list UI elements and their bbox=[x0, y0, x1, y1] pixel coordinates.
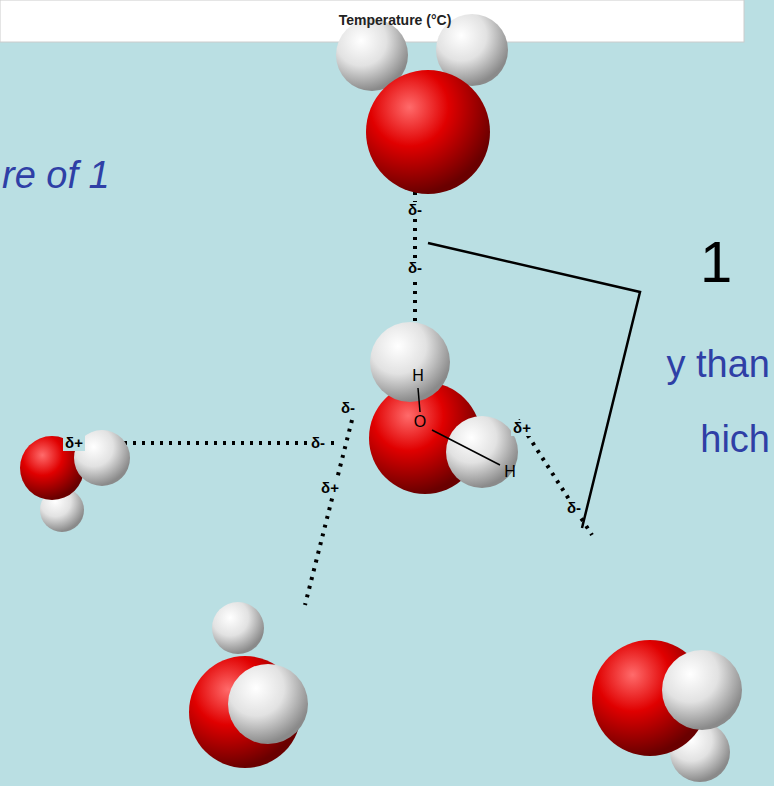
water-molecule bbox=[369, 322, 518, 494]
charge-label: δ- bbox=[406, 202, 424, 219]
callout-leader bbox=[428, 243, 640, 528]
water-molecule bbox=[336, 14, 508, 194]
atom-label: O bbox=[414, 413, 426, 431]
axis-title: Temperature (°C) bbox=[339, 13, 452, 28]
water-molecule bbox=[20, 430, 130, 532]
slide-text: hich bbox=[700, 419, 770, 461]
charge-label: δ- bbox=[406, 260, 424, 277]
charge-label: δ+ bbox=[319, 480, 341, 497]
atom-label: H bbox=[412, 367, 424, 385]
water-molecule bbox=[592, 640, 742, 782]
atom-label: H bbox=[504, 463, 516, 481]
callout-number: 1 bbox=[700, 230, 732, 294]
charge-label: δ+ bbox=[63, 435, 85, 452]
hydrogen-bonds bbox=[88, 192, 592, 605]
water-molecule bbox=[189, 602, 308, 768]
slide-text: y than bbox=[666, 344, 770, 386]
charge-label: δ- bbox=[565, 500, 583, 517]
charge-label: δ+ bbox=[511, 420, 533, 437]
slide-text: re of 1 bbox=[2, 155, 110, 197]
charge-label: δ- bbox=[309, 435, 327, 452]
charge-label: δ- bbox=[339, 400, 357, 417]
